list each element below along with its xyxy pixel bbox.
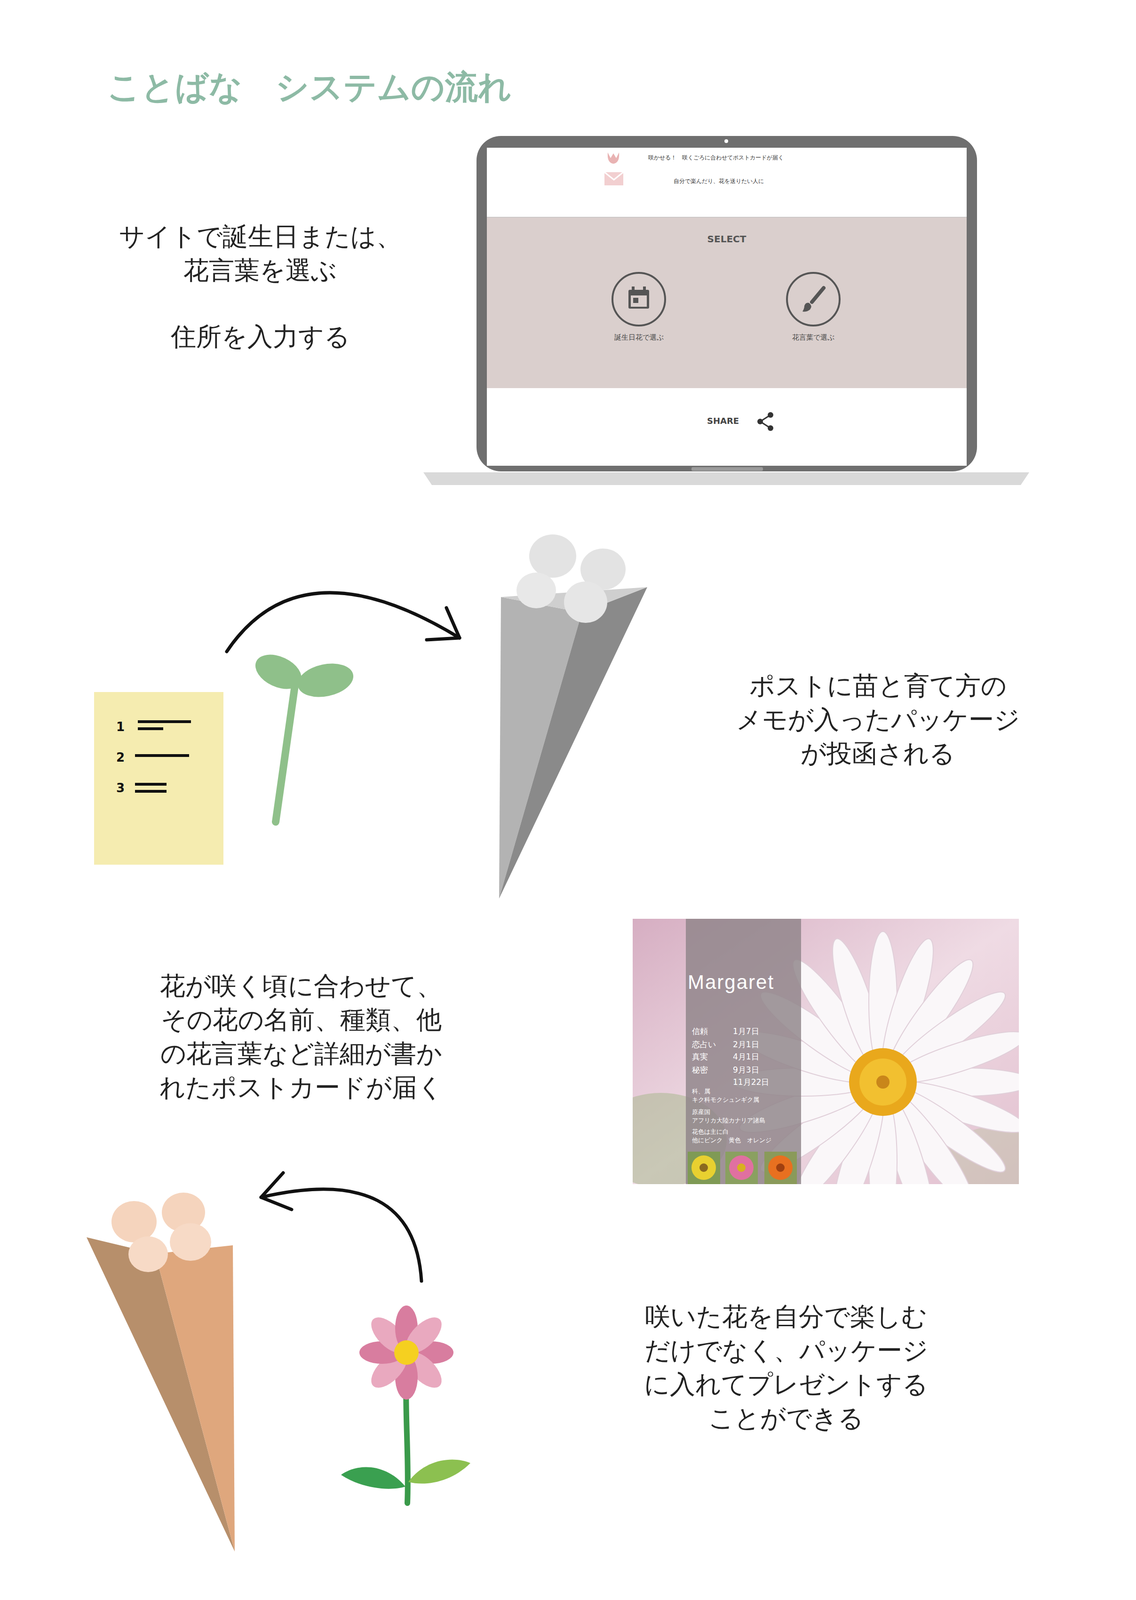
node-text: 1 bbox=[111, 719, 130, 734]
flow-description: ポストに苗と育て方の メモが入ったパッケージ が投函される bbox=[713, 668, 1043, 771]
flow-description: 花が咲く頃に合わせて、 その花の名前、種類、他 の花言葉など詳細が書か れたポス… bbox=[136, 969, 466, 1105]
package-cone bbox=[499, 534, 648, 899]
package-cone bbox=[86, 1192, 235, 1552]
node-text: 咲かせる！ 咲くごろに合わせてポストカードが届く bbox=[648, 154, 784, 161]
node-text: 秘密 bbox=[691, 1064, 708, 1075]
node-text: 花色は主に白 bbox=[691, 1128, 729, 1136]
node-text: キク科モクシュンギク属 bbox=[691, 1096, 760, 1104]
memo-note: 1 2 3 bbox=[94, 691, 224, 865]
select-button: 花言葉で選ぶ bbox=[766, 272, 864, 349]
flower bbox=[341, 1305, 471, 1503]
flow-description: サイトで誕生日または、 花言葉を選ぶ bbox=[95, 219, 425, 288]
node-text: 他にピンク 黄色 オレンジ bbox=[691, 1136, 772, 1144]
node-text: 花言葉で選ぶ bbox=[766, 333, 861, 342]
select-button: 誕生日花で選ぶ bbox=[591, 272, 689, 349]
node-text: 2 bbox=[111, 750, 130, 765]
laptop bbox=[423, 135, 1030, 485]
flow-arrow bbox=[261, 1172, 422, 1281]
node-text: 2月1日 bbox=[732, 1039, 760, 1049]
node-text: 4月1日 bbox=[732, 1051, 760, 1062]
node-text: 自分で楽んだり、花を送りたい人に bbox=[673, 177, 764, 185]
postcard: Margaret 信頼 1月7日恋占い 2月1日真実 4月1日秘密 9月3日 11月22日科… bbox=[632, 918, 1019, 1184]
laptop-screen: 咲かせる！ 咲くごろに合わせてポストカードが届く自分で楽んだり、花を送りたい人に… bbox=[486, 147, 967, 466]
node-text: アフリカ大陸カナリア諸島 bbox=[691, 1116, 766, 1125]
node-text: 9月3日 bbox=[732, 1064, 760, 1075]
node-text: 原産国 bbox=[691, 1108, 711, 1116]
select-band: SELECT 誕生日花で選ぶ 花言葉で選ぶ bbox=[486, 217, 970, 389]
node-text: SHARE bbox=[707, 415, 739, 427]
node-text: SELECT bbox=[486, 233, 967, 245]
flow-description: 住所を入力する bbox=[95, 319, 425, 354]
postcard-photo bbox=[595, 918, 1057, 1233]
node-text: 3 bbox=[111, 780, 130, 795]
node-text: 科、属 bbox=[691, 1087, 711, 1096]
node-text: 誕生日花で選ぶ bbox=[591, 333, 686, 342]
memo-note bbox=[94, 691, 224, 865]
flow-arrow bbox=[226, 592, 460, 652]
node-text: Margaret bbox=[687, 970, 775, 994]
node-text: 1月7日 bbox=[732, 1026, 760, 1036]
node-text: 恋占い bbox=[691, 1039, 716, 1049]
sprout bbox=[249, 647, 357, 822]
node-text: 11月22日 bbox=[732, 1077, 770, 1087]
page-title: ことばな システムの流れ bbox=[107, 65, 512, 109]
flow-description: 咲いた花を自分で楽しむ だけでなく、パッケージ に入れてプレゼントする ことがで… bbox=[621, 1299, 951, 1436]
node-text: 信頼 bbox=[691, 1026, 708, 1036]
node-text: 真実 bbox=[691, 1051, 708, 1062]
